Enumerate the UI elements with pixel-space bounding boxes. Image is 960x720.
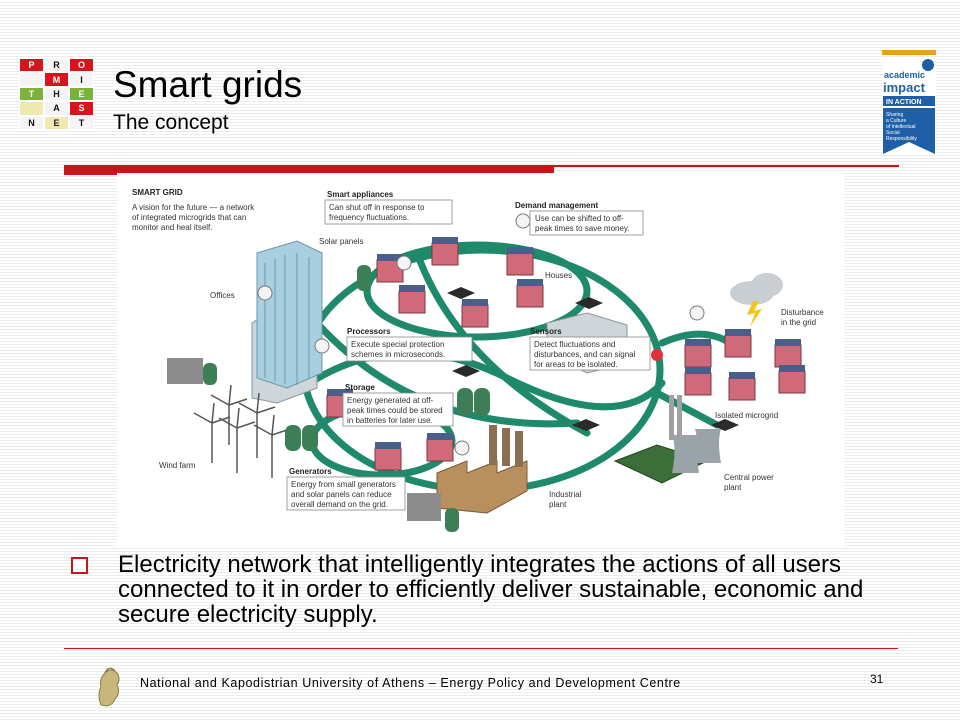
generators-text: Energy from small generators (291, 480, 396, 489)
label-disturbance: in the grid (781, 318, 816, 327)
title-divider (64, 165, 554, 175)
logo-cell: T (69, 115, 94, 130)
smart-appliances-text: Can shut off in response to (329, 203, 425, 212)
label-generators: Generators (289, 467, 332, 476)
un-emblem-icon (922, 59, 934, 71)
label-industrial-plant: plant (549, 500, 567, 509)
bullet-text: Electricity network that intelligently i… (118, 551, 864, 628)
label-demand-management: Demand management (515, 201, 598, 210)
diagram-intro: monitor and heal itself. (132, 223, 213, 232)
label-central-power-plant: plant (724, 483, 742, 492)
badge-tagline: a Culture (886, 118, 907, 124)
label-disturbance: Disturbance (781, 308, 824, 317)
label-industrial-plant: Industrial (549, 490, 582, 499)
logo-cell: N (19, 115, 44, 130)
slide-subtitle: The concept (113, 111, 229, 134)
footer-institution: National and Kapodistrian University of … (140, 676, 681, 690)
page-number: 31 (870, 672, 884, 686)
label-processors: Processors (347, 327, 391, 336)
storage-text: peak times could be stored (347, 406, 443, 415)
label-solar-panels: Solar panels (319, 237, 363, 246)
badge-tagline: Responsibility (886, 136, 917, 142)
badge-tagline: of Intellectual (886, 124, 915, 130)
label-central-power-plant: Central power (724, 473, 774, 482)
logo-cell: I (69, 72, 94, 87)
central-power-plant-icon (613, 395, 721, 484)
label-offices: Offices (210, 291, 235, 300)
footer-divider (64, 648, 898, 649)
promitheas-net-logo: P R O M I T H E A S N E T (19, 58, 94, 130)
diagram-title: SMART GRID (132, 188, 183, 197)
logo-cell: M (44, 72, 69, 87)
athena-head-icon (98, 667, 120, 707)
generators-text: and solar panels can reduce (291, 490, 392, 499)
logo-cell (19, 101, 44, 116)
diagram-intro: of integrated microgrids that can (132, 213, 246, 222)
label-smart-appliances: Smart appliances (327, 190, 394, 199)
label-wind-farm: Wind farm (159, 461, 196, 470)
wind-farm-icon (193, 384, 291, 478)
house-solar-roofs (327, 237, 805, 449)
diagram-intro: A vision for the future — a network (132, 203, 255, 212)
storm-cloud-icon (730, 273, 783, 327)
label-houses: Houses (545, 271, 572, 280)
generators-text: overall demand on the grid. (291, 500, 388, 509)
logo-cell: E (44, 115, 69, 130)
processors-text: schemes in microseconds. (351, 350, 445, 359)
sensors-text: for areas to be isolated. (534, 360, 618, 369)
logo-cell (19, 72, 44, 87)
bullet-square-icon (71, 557, 88, 574)
house-icons (326, 242, 806, 471)
label-isolated-microgrid: Isolated microgrid (715, 411, 778, 420)
demand-management-text: peak times to save money. (535, 224, 630, 233)
badge-line1: academic (884, 70, 925, 80)
logo-cell: P (19, 58, 44, 73)
storage-text: in batteries for later use. (347, 416, 433, 425)
smart-appliances-text: frequency fluctuations. (329, 213, 409, 222)
grid-nodes (447, 287, 739, 431)
logo-cell: R (44, 58, 69, 73)
meter-icons (257, 213, 705, 456)
demand-management-text: Use can be shifted to off- (535, 214, 624, 223)
badge-line3: IN ACTION (886, 99, 922, 106)
badge-tagline: Sharing (886, 112, 903, 118)
offices-building-icon (167, 240, 323, 404)
industrial-plant-icon (407, 425, 528, 532)
logo-cell: S (69, 101, 94, 116)
title-divider-thin (554, 165, 899, 167)
slide-title: Smart grids (113, 64, 303, 105)
logo-cell: H (44, 86, 69, 102)
processors-text: Execute special protection (351, 340, 444, 349)
sensors-text: Detect fluctuations and (534, 340, 615, 349)
logo-cell: A (44, 101, 69, 116)
logo-cell: O (69, 58, 94, 73)
academic-impact-badge: academic impact IN ACTION Sharing a Cult… (882, 50, 936, 154)
storage-tanks-icon (285, 265, 490, 451)
label-storage: Storage (345, 383, 375, 392)
logo-cell: T (19, 86, 44, 102)
smart-grid-diagram: SMART GRID A vision for the future — a n… (117, 173, 844, 546)
label-sensors: Sensors (530, 327, 562, 336)
logo-cell: E (69, 86, 94, 102)
storage-text: Energy generated at off- (347, 396, 433, 405)
badge-line2: impact (883, 80, 926, 95)
badge-tagline: Social (886, 130, 900, 136)
sensors-text: disturbances, and can signal (534, 350, 636, 359)
